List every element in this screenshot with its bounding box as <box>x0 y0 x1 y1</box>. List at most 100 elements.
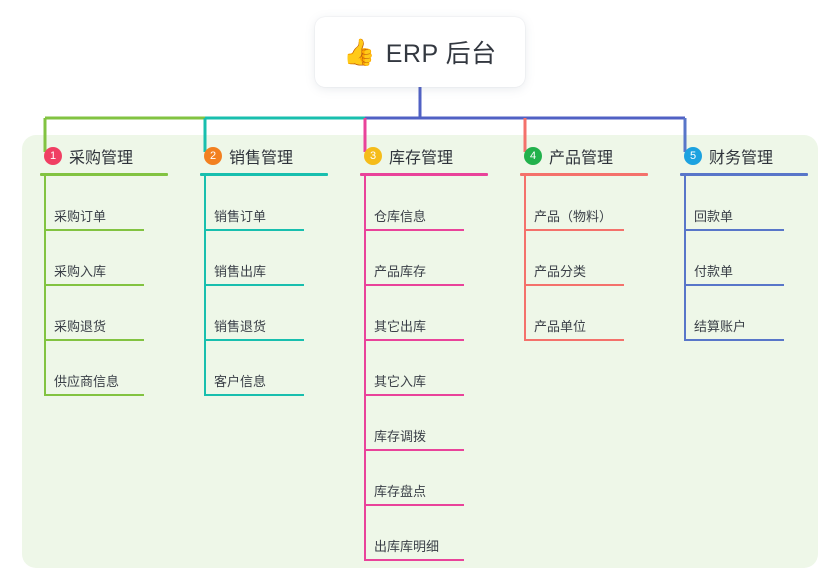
list-item[interactable]: 仓库信息 <box>342 176 502 231</box>
list-item-label: 采购订单 <box>54 209 107 224</box>
category-index-badge: 3 <box>364 146 382 165</box>
list-item-underline <box>364 284 464 286</box>
category-underline <box>680 173 808 176</box>
list-item-label: 结算账户 <box>694 319 747 334</box>
category-title: 产品管理 <box>549 149 614 167</box>
list-item-label: 库存调拨 <box>374 429 427 444</box>
category-column: 3 库存管理仓库信息产品库存其它出库其它入库库存调拨库存盘点出库库明细 <box>342 135 502 568</box>
list-item[interactable]: 付款单 <box>662 231 822 286</box>
list-item-underline <box>364 559 464 561</box>
list-item[interactable]: 其它出库 <box>342 286 502 341</box>
category-column: 5 财务管理回款单付款单结算账户 <box>662 135 822 568</box>
list-item[interactable]: 结算账户 <box>662 286 822 341</box>
list-item-label: 仓库信息 <box>374 209 427 224</box>
column-spine-line <box>524 176 526 341</box>
category-index-badge: 4 <box>524 146 542 165</box>
list-item[interactable]: 客户信息 <box>182 341 342 396</box>
list-item-underline <box>44 339 144 341</box>
list-item[interactable]: 产品分类 <box>502 231 662 286</box>
category-underline <box>200 173 328 176</box>
category-item-list: 销售订单销售出库销售退货客户信息 <box>182 176 342 396</box>
list-item-label: 销售订单 <box>214 209 267 224</box>
list-item-underline <box>364 339 464 341</box>
list-item-label: 客户信息 <box>214 374 267 389</box>
list-item-underline <box>44 229 144 231</box>
column-spine-line <box>364 176 366 561</box>
list-item[interactable]: 采购退货 <box>22 286 182 341</box>
category-item-list: 仓库信息产品库存其它出库其它入库库存调拨库存盘点出库库明细 <box>342 176 502 561</box>
category-header[interactable]: 2 销售管理 <box>182 135 342 176</box>
list-item[interactable]: 采购入库 <box>22 231 182 286</box>
list-item[interactable]: 库存调拨 <box>342 396 502 451</box>
list-item-label: 销售出库 <box>214 264 267 279</box>
list-item-underline <box>364 449 464 451</box>
list-item-underline <box>524 339 624 341</box>
list-item-label: 库存盘点 <box>374 484 427 499</box>
category-index-badge: 1 <box>44 146 62 165</box>
list-item-label: 产品分类 <box>534 264 587 279</box>
list-item-label: 产品单位 <box>534 319 587 334</box>
category-column: 2 销售管理销售订单销售出库销售退货客户信息 <box>182 135 342 568</box>
list-item[interactable]: 产品库存 <box>342 231 502 286</box>
category-header[interactable]: 4 产品管理 <box>502 135 662 176</box>
category-underline <box>520 173 648 176</box>
column-spine-line <box>204 176 206 396</box>
list-item-underline <box>684 339 784 341</box>
list-item[interactable]: 库存盘点 <box>342 451 502 506</box>
category-underline <box>40 173 168 176</box>
list-item-label: 采购退货 <box>54 319 107 334</box>
list-item-underline <box>364 504 464 506</box>
list-item-label: 付款单 <box>694 264 734 279</box>
list-item-underline <box>684 284 784 286</box>
list-item-label: 其它出库 <box>374 319 427 334</box>
list-item[interactable]: 采购订单 <box>22 176 182 231</box>
list-item-underline <box>524 284 624 286</box>
category-header[interactable]: 3 库存管理 <box>342 135 502 176</box>
category-index-badge: 5 <box>684 146 702 165</box>
list-item-label: 其它入库 <box>374 374 427 389</box>
category-title: 销售管理 <box>229 149 294 167</box>
category-column: 4 产品管理产品（物料） 产品分类产品单位 <box>502 135 662 568</box>
list-item-label: 产品（物料） <box>534 209 613 224</box>
list-item-underline <box>684 229 784 231</box>
list-item-underline <box>524 229 624 231</box>
category-item-list: 采购订单采购入库采购退货供应商信息 <box>22 176 182 396</box>
category-item-list: 产品（物料） 产品分类产品单位 <box>502 176 662 341</box>
category-header[interactable]: 1 采购管理 <box>22 135 182 176</box>
list-item-label: 销售退货 <box>214 319 267 334</box>
list-item[interactable]: 回款单 <box>662 176 822 231</box>
root-node-card[interactable]: 👍 ERP 后台 <box>315 17 525 87</box>
category-columns: 1 采购管理采购订单采购入库采购退货供应商信息 2 销售管理销售订单销售出库销售退货客… <box>22 135 818 568</box>
page-title: ERP 后台 <box>385 40 497 68</box>
list-item-underline <box>204 339 304 341</box>
category-title: 库存管理 <box>389 149 454 167</box>
category-title: 采购管理 <box>69 149 134 167</box>
category-column: 1 采购管理采购订单采购入库采购退货供应商信息 <box>22 135 182 568</box>
category-underline <box>360 173 488 176</box>
list-item-underline <box>204 394 304 396</box>
category-item-list: 回款单付款单结算账户 <box>662 176 822 341</box>
thumbs-up-icon: 👍 <box>343 37 376 67</box>
list-item-label: 出库库明细 <box>374 539 440 554</box>
column-spine-line <box>44 176 46 396</box>
list-item-label: 采购入库 <box>54 264 107 279</box>
category-index-badge: 2 <box>204 146 222 165</box>
list-item[interactable]: 销售订单 <box>182 176 342 231</box>
list-item-label: 产品库存 <box>374 264 427 279</box>
list-item[interactable]: 销售退货 <box>182 286 342 341</box>
list-item-underline <box>204 229 304 231</box>
list-item[interactable]: 其它入库 <box>342 341 502 396</box>
list-item-label: 供应商信息 <box>54 374 120 389</box>
list-item-underline <box>44 394 144 396</box>
list-item[interactable]: 产品单位 <box>502 286 662 341</box>
list-item[interactable]: 产品（物料） <box>502 176 662 231</box>
list-item[interactable]: 销售出库 <box>182 231 342 286</box>
list-item-underline <box>204 284 304 286</box>
category-header[interactable]: 5 财务管理 <box>662 135 822 176</box>
list-item[interactable]: 出库库明细 <box>342 506 502 561</box>
list-item-underline <box>364 229 464 231</box>
category-title: 财务管理 <box>709 149 774 167</box>
list-item[interactable]: 供应商信息 <box>22 341 182 396</box>
list-item-underline <box>44 284 144 286</box>
list-item-underline <box>364 394 464 396</box>
